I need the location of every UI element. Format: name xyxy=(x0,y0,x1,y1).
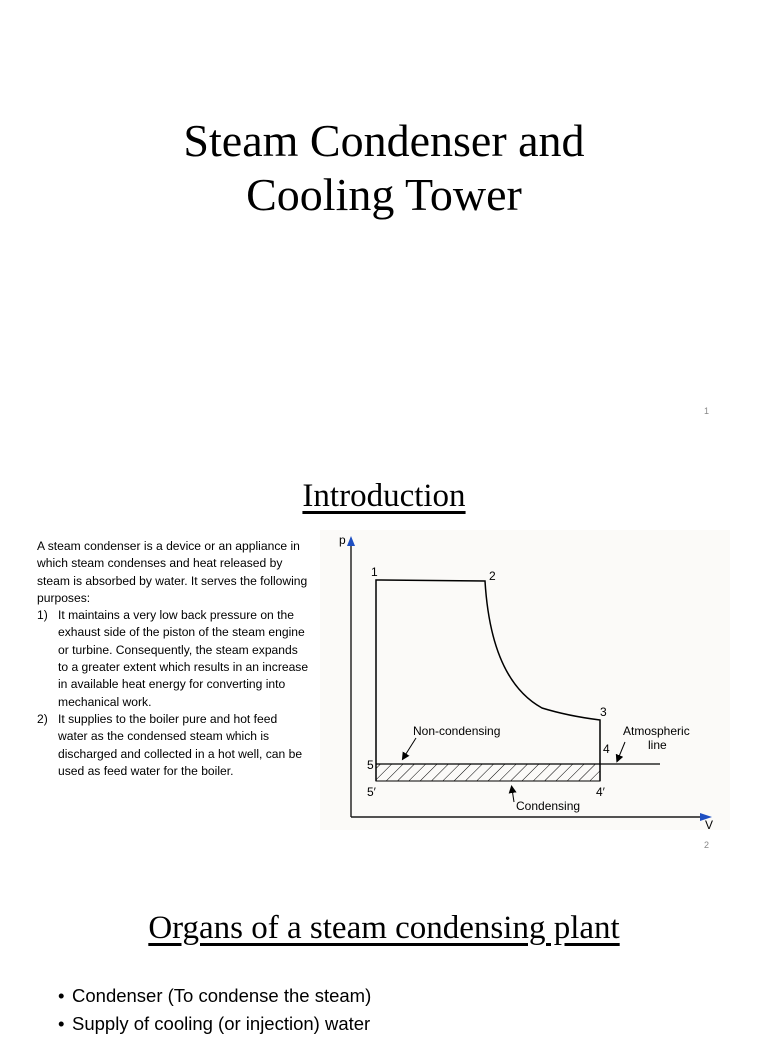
condensing-work-area xyxy=(375,763,601,782)
p-axis-arrow-icon xyxy=(347,536,355,546)
intro-paragraph: A steam condenser is a device or an appl… xyxy=(37,539,308,605)
title-line-2: Cooling Tower xyxy=(246,169,522,220)
v-axis-arrow-icon xyxy=(700,813,712,821)
organs-list: • Condenser (To condense the steam) •Supp… xyxy=(58,982,371,1038)
bullet-icon: • xyxy=(58,1013,65,1034)
pv-diagram: p V 1 2 3 4 4′ 5 5′ Non-condensing Atmos… xyxy=(320,530,730,830)
point-5prime-label: 5′ xyxy=(367,785,377,799)
point-4prime-label: 4′ xyxy=(596,785,606,799)
page-number: 1 xyxy=(704,406,710,416)
slide-title: Steam Condenser and Cooling Tower 1 xyxy=(0,0,768,430)
point-2-label: 2 xyxy=(489,569,496,583)
atmospheric-label: Atmospheric xyxy=(623,724,690,738)
bullet-icon: • xyxy=(58,985,65,1006)
purpose-item: 1) It maintains a very low back pressure… xyxy=(37,607,309,711)
slide-title-introduction: Introduction xyxy=(302,478,466,514)
figure-background xyxy=(320,530,730,830)
presentation-title: Steam Condenser and Cooling Tower xyxy=(0,114,768,222)
purpose-list: 1) It maintains a very low back pressure… xyxy=(37,607,309,780)
atmospheric-line-label: line xyxy=(648,738,667,752)
intro-text-block: A steam condenser is a device or an appl… xyxy=(37,538,309,780)
atmospheric-pointer-icon xyxy=(615,741,626,763)
point-3-label: 3 xyxy=(600,705,607,719)
purpose-text: It supplies to the boiler pure and hot f… xyxy=(58,711,303,778)
title-line-1: Steam Condenser and xyxy=(183,115,585,166)
purpose-number: 2) xyxy=(37,711,48,726)
noncondensing-pointer-icon xyxy=(401,737,417,761)
page-number: 2 xyxy=(704,840,710,850)
condensing-pointer-icon xyxy=(508,785,517,803)
point-5-label: 5 xyxy=(367,758,374,772)
point-4-label: 4 xyxy=(603,742,610,756)
v-axis-label: V xyxy=(705,818,713,830)
list-item: • Condenser (To condense the steam) xyxy=(58,982,371,1010)
point-1-label: 1 xyxy=(371,565,378,579)
p-axis-label: p xyxy=(339,533,346,547)
list-item-text: Condenser (To condense the steam) xyxy=(72,985,372,1006)
purpose-item: 2) It supplies to the boiler pure and ho… xyxy=(37,711,309,780)
purpose-number: 1) xyxy=(37,608,48,623)
slide-introduction: Introduction A steam condenser is a devi… xyxy=(0,430,768,862)
purpose-text: It maintains a very low back pressure on… xyxy=(58,608,309,709)
cycle-outline xyxy=(375,579,601,781)
noncondensing-label: Non-condensing xyxy=(413,724,500,738)
pv-diagram-figure: p V 1 2 3 4 4′ 5 5′ Non-condensing Atmos… xyxy=(320,530,730,830)
slide-organs: Organs of a steam condensing plant • Cond… xyxy=(0,862,768,1034)
slide-title-organs: Organs of a steam condensing plant xyxy=(148,910,620,946)
condensing-label: Condensing xyxy=(516,799,580,813)
list-item: •Supply of cooling (or injection) water xyxy=(58,1010,371,1038)
